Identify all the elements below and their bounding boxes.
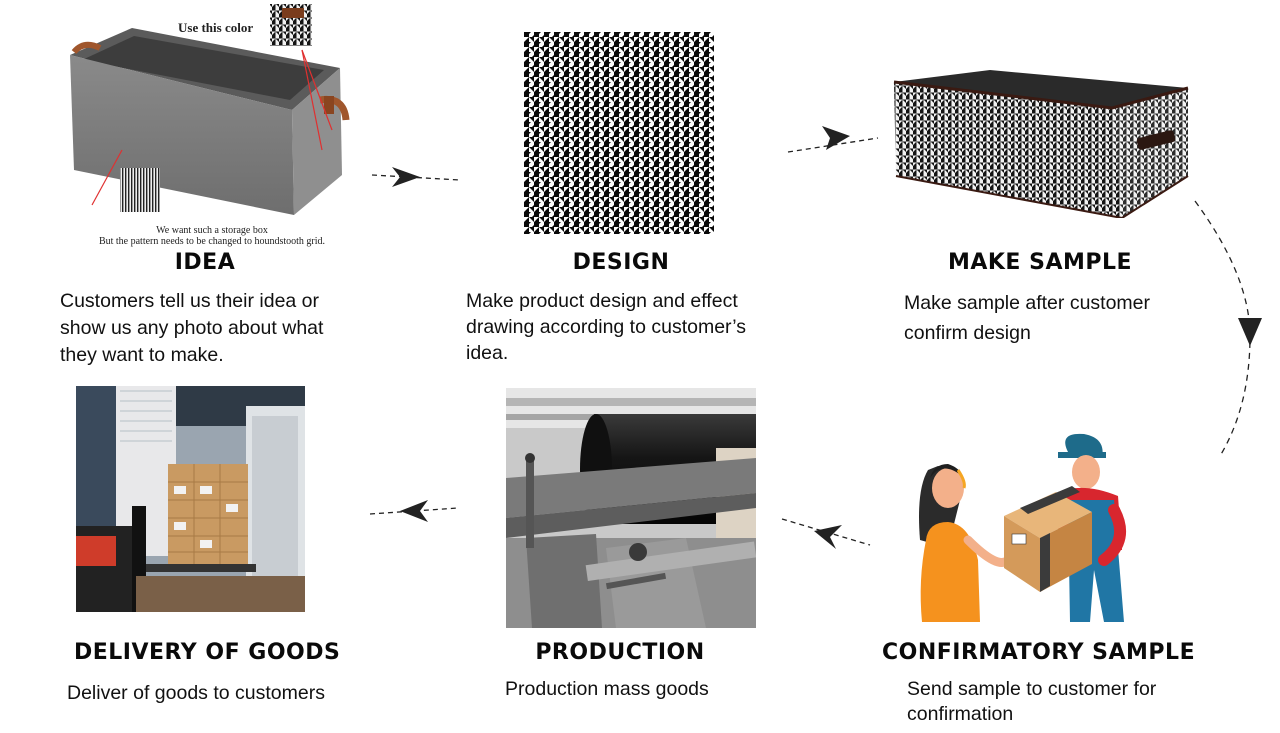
idea-image xyxy=(62,0,362,250)
design-image xyxy=(524,32,714,234)
idea-caption-line2: But the pattern needs to be changed to h… xyxy=(98,236,326,247)
design-desc: Make product design and effect drawing a… xyxy=(466,290,746,364)
confirmatory-sample-title: CONFIRMATORY SAMPLE xyxy=(882,640,1196,665)
idea-note: Use this color xyxy=(178,20,254,35)
idea-desc: Customers tell us their idea or show us … xyxy=(60,290,324,366)
design-title: DESIGN xyxy=(572,250,670,275)
arrow-idea-to-design xyxy=(371,167,461,187)
delivery-desc: Deliver of goods to customers xyxy=(67,682,325,704)
arrow-production-to-delivery xyxy=(369,500,459,522)
idea-title: IDEA xyxy=(174,250,236,275)
delivery-image xyxy=(76,386,305,612)
arrow-design-to-make-sample xyxy=(787,126,879,153)
production-image xyxy=(506,388,756,628)
idea-caption-line1: We want such a storage box xyxy=(156,225,268,236)
make-sample-desc: Make sample after customer confirm desig… xyxy=(904,292,1151,344)
delivery-title: DELIVERY OF GOODS xyxy=(74,640,341,665)
make-sample-image xyxy=(892,68,1192,218)
make-sample-title: MAKE SAMPLE xyxy=(947,250,1133,275)
arrow-make-sample-to-confirmatory xyxy=(1194,200,1262,457)
arrow-confirmatory-to-production xyxy=(781,518,871,549)
confirmatory-sample-image xyxy=(908,430,1138,622)
confirmatory-sample-desc: Send sample to customer for confirmation xyxy=(907,678,1157,725)
production-desc: Production mass goods xyxy=(505,678,709,700)
production-title: PRODUCTION xyxy=(535,640,705,665)
